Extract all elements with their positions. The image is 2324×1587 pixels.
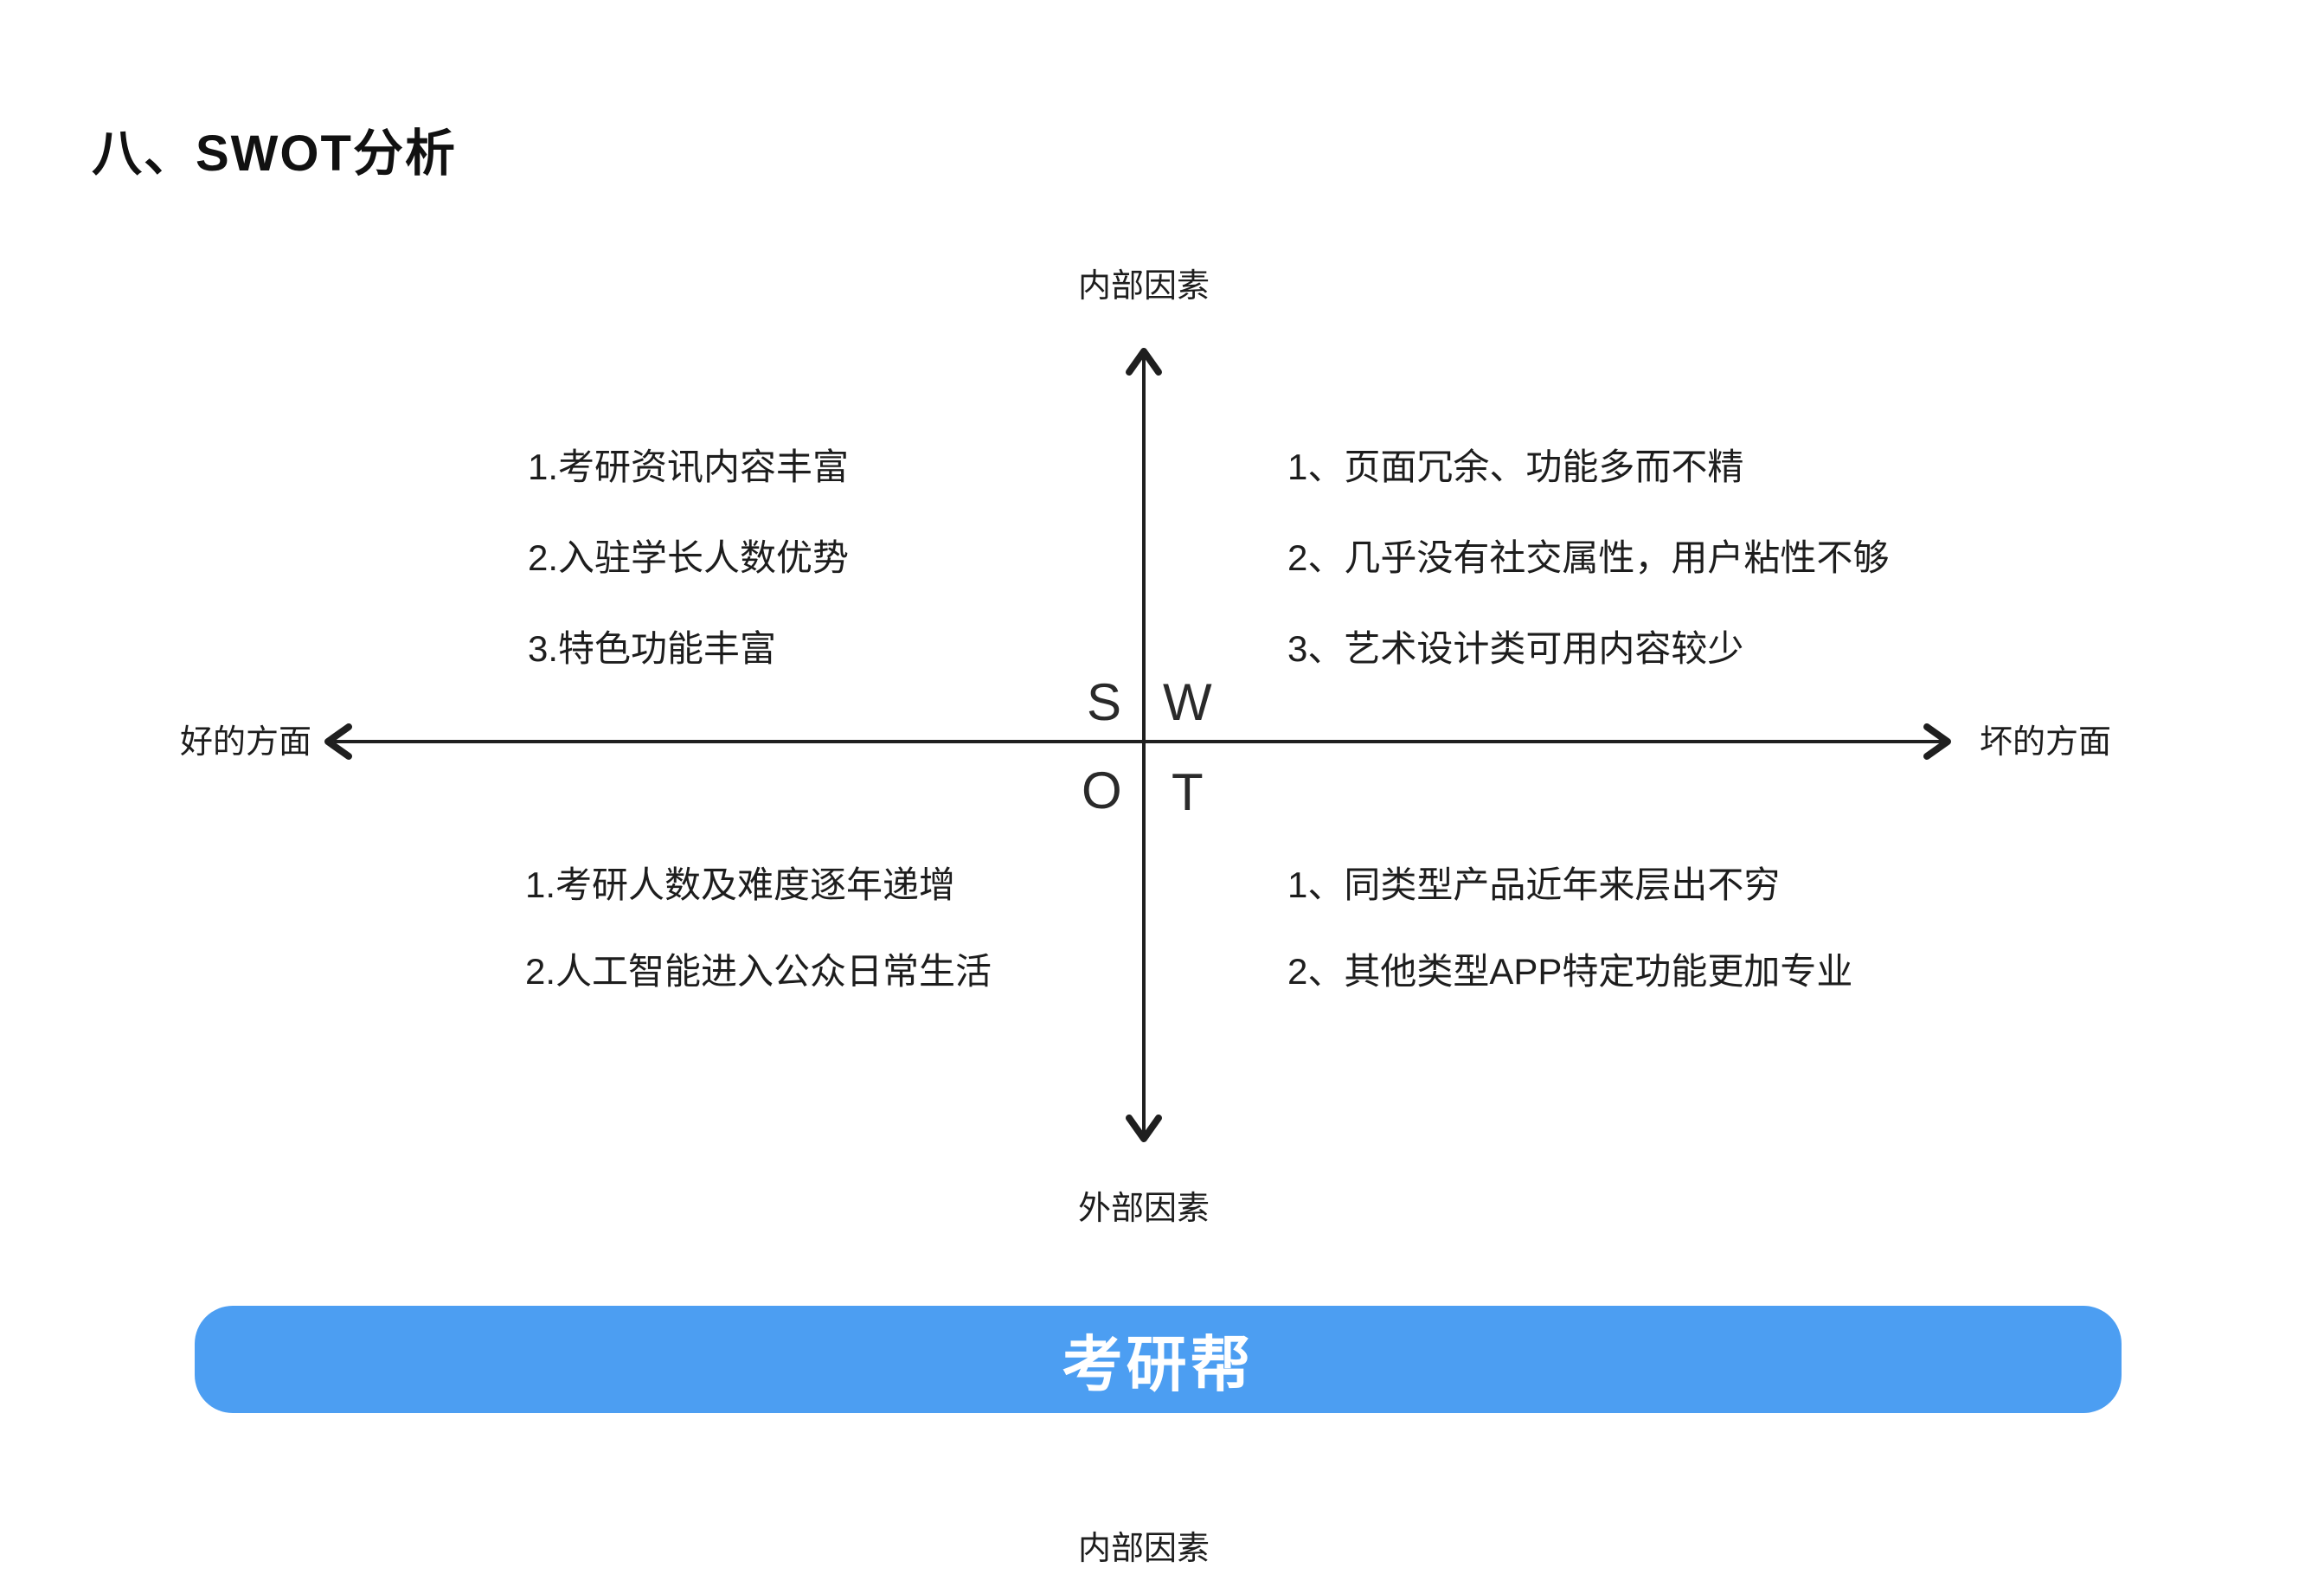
axis-left-label: 好的方面	[179, 724, 311, 761]
strengths-item: 1.考研资讯内容丰富	[528, 447, 850, 487]
page-title: 八、SWOT分析	[92, 125, 457, 182]
weaknesses-list: 1、页面冗余、功能多而不精 2、几乎没有社交属性，用户粘性不够 3、艺术设计类可…	[1287, 445, 1889, 671]
swot-letter-o: O	[1082, 761, 1122, 819]
axis-right-label: 坏的方面	[1980, 724, 2112, 761]
weaknesses-item: 2、几乎没有社交属性，用户粘性不够	[1287, 537, 1890, 578]
threats-list: 1、同类型产品近年来层出不穷 2、其他类型APP特定功能更加专业	[1287, 863, 1852, 994]
kaoyanbang-banner: 考研帮	[195, 1306, 2122, 1413]
strengths-item: 2.入驻学长人数优势	[528, 537, 850, 578]
swot-letter-s: S	[1087, 673, 1122, 731]
weaknesses-item: 3、艺术设计类可用内容较少	[1287, 628, 1744, 669]
weaknesses-item: 1、页面冗余、功能多而不精	[1287, 447, 1744, 487]
arrow-up-icon	[1126, 348, 1162, 376]
axis-bottom-label: 外部因素	[1077, 1191, 1210, 1227]
opportunities-item: 1.考研人数及难度逐年递增	[525, 864, 956, 905]
swot-letter-t: T	[1172, 763, 1204, 821]
kaoyanbang-banner-label: 考研帮	[1062, 1330, 1255, 1398]
opportunities-item: 2.人工智能进入公众日常生活	[525, 951, 992, 992]
next-section-axis-top-label: 内部因素	[1077, 1531, 1210, 1567]
opportunities-list: 1.考研人数及难度逐年递增 2.人工智能进入公众日常生活	[525, 863, 992, 994]
threats-item: 2、其他类型APP特定功能更加专业	[1287, 951, 1853, 992]
arrow-right-icon	[1923, 723, 1951, 760]
swot-letter-w: W	[1163, 673, 1212, 731]
threats-item: 1、同类型产品近年来层出不穷	[1287, 864, 1781, 905]
arrow-down-icon	[1126, 1115, 1162, 1142]
arrow-left-icon	[324, 723, 352, 760]
axis-top-label: 内部因素	[1077, 268, 1210, 305]
strengths-list: 1.考研资讯内容丰富 2.入驻学长人数优势 3.特色功能丰富	[528, 445, 849, 671]
strengths-item: 3.特色功能丰富	[528, 628, 777, 669]
